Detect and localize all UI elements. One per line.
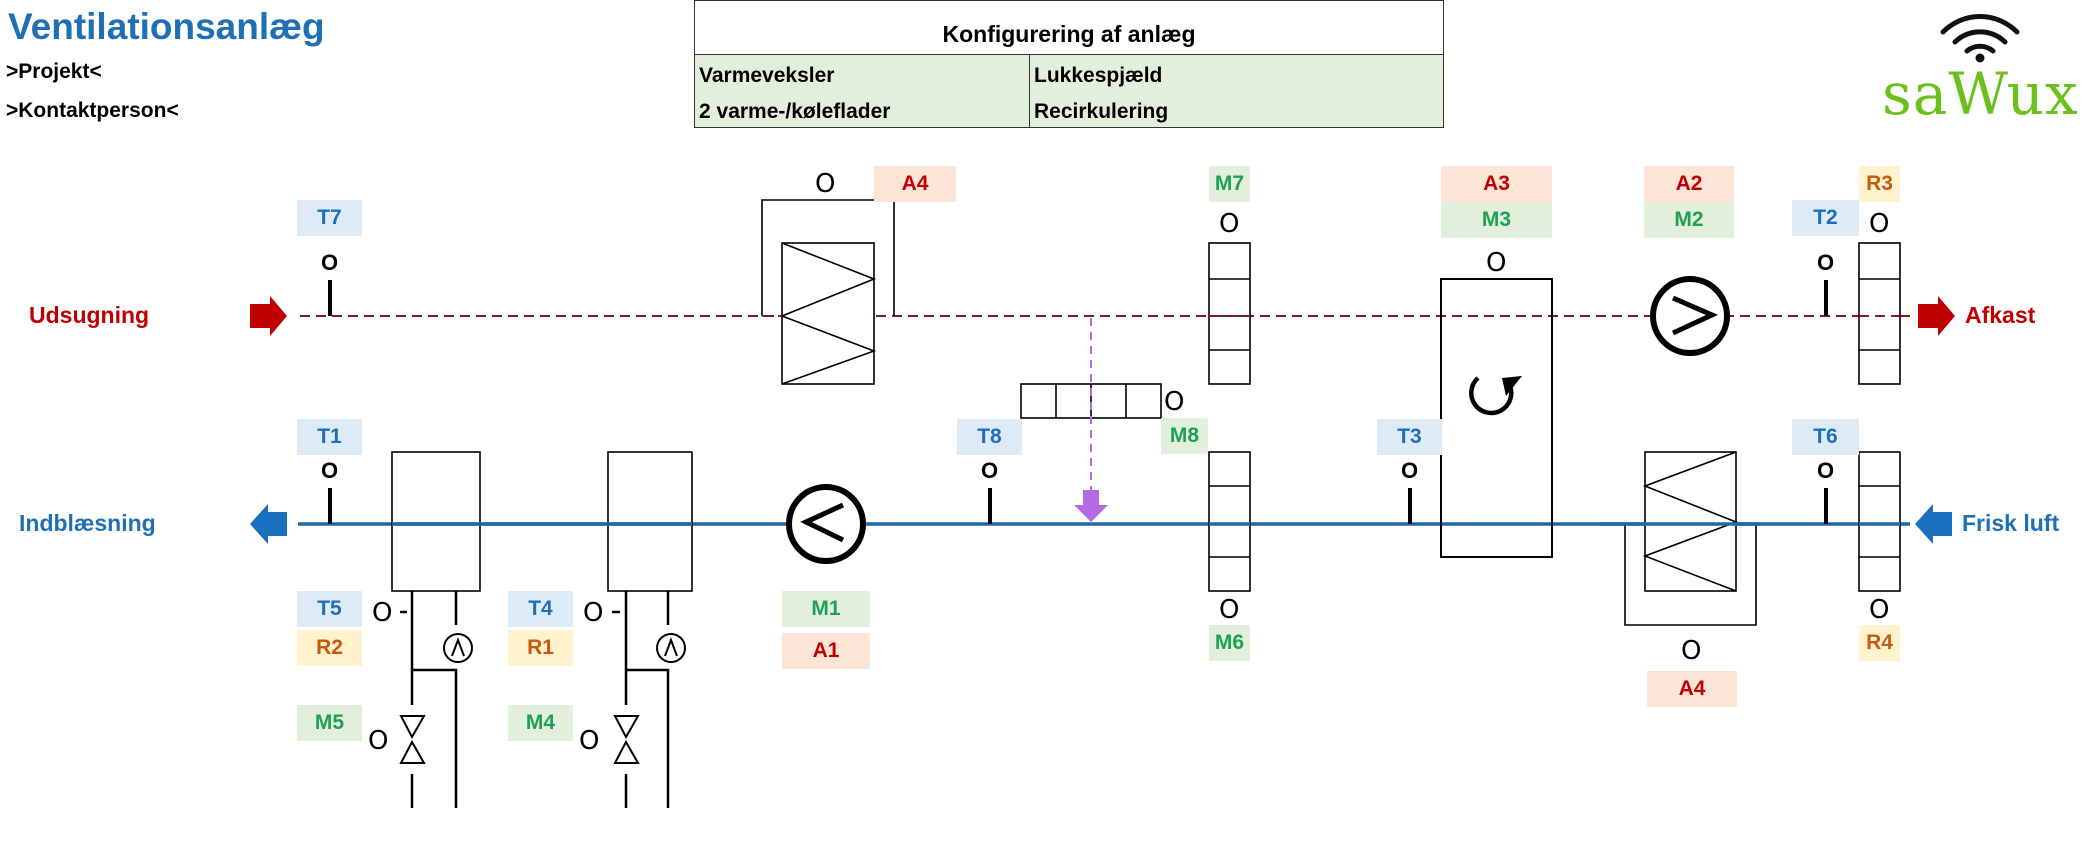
config-table: Konfigurering af anlæg Varmeveksler 2 va… (694, 0, 1444, 128)
sensor-tag-t2[interactable]: T2 (1792, 200, 1859, 236)
flow-label-supply-out: Indblæsning (19, 510, 156, 536)
project-label[interactable]: >Projekt< (6, 60, 102, 83)
coil-1 (391, 451, 481, 592)
coil-1-piping (400, 591, 458, 808)
flow-label-fresh-in: Frisk luft (1962, 510, 2060, 536)
alarm-tag-a1[interactable]: A1 (782, 633, 870, 669)
motor-tag-m3[interactable]: M3 (1441, 202, 1552, 238)
config-option-recirculation[interactable]: Recirkulering (1034, 100, 1169, 123)
sensor-tag-t7[interactable]: T7 (297, 200, 362, 236)
motor-tag-m6[interactable]: M6 (1209, 625, 1250, 661)
heat-exchanger-supply (1624, 451, 1757, 626)
sensor-tag-t6[interactable]: T6 (1792, 419, 1859, 455)
coil-1-valve-icon (399, 715, 426, 764)
sensor-tag-t4[interactable]: T4 (508, 591, 573, 627)
status-indicator-m7: O (1219, 209, 1240, 239)
status-indicator-m8: O (1164, 387, 1185, 417)
motor-tag-m4[interactable]: M4 (508, 705, 573, 741)
config-option-coils[interactable]: 2 varme-/køleflader (699, 100, 891, 123)
sensor-tag-t5[interactable]: T5 (297, 591, 362, 627)
damper-r3 (1858, 242, 1901, 385)
page-title: Ventilationsanlæg (8, 6, 325, 47)
sensor-stems (328, 280, 1828, 524)
contact-label[interactable]: >Kontaktperson< (6, 99, 179, 122)
sensor-tag-t3[interactable]: T3 (1377, 419, 1442, 455)
rotary-exchanger (1440, 278, 1553, 558)
exhaust-out-arrow-icon (1918, 296, 1955, 336)
wifi-icon (1940, 14, 2020, 63)
exhaust-in-arrow-icon (250, 296, 287, 336)
motor-tag-m1[interactable]: M1 (782, 591, 870, 627)
sensor-tag-t1[interactable]: T1 (297, 419, 362, 455)
damper-r4 (1858, 451, 1901, 592)
alarm-tag-a4-top[interactable]: A4 (874, 166, 956, 202)
config-heading: Konfigurering af anlæg (695, 1, 1443, 55)
relay-tag-r1[interactable]: R1 (508, 630, 573, 666)
rotation-icon (1469, 376, 1522, 416)
motor-tag-m7[interactable]: M7 (1209, 166, 1250, 202)
alarm-tag-a3[interactable]: A3 (1441, 166, 1552, 202)
sensor-indicator-t2: O (1817, 250, 1835, 275)
relay-tag-r3[interactable]: R3 (1859, 166, 1900, 202)
sensor-tag-t8[interactable]: T8 (957, 419, 1022, 455)
flow-label-exhaust-out: Afkast (1965, 302, 2036, 328)
status-indicator-r4: O (1869, 595, 1890, 625)
coil-2-valve-icon (613, 715, 640, 764)
motor-tag-m5[interactable]: M5 (297, 705, 362, 741)
sensor-indicator-t3: O (1401, 458, 1419, 483)
recirculation-arrow-icon (1074, 490, 1108, 522)
status-indicator-r3: O (1869, 209, 1890, 239)
alarm-tag-a2[interactable]: A2 (1644, 166, 1734, 202)
sensor-indicator-t8: O (981, 458, 999, 483)
supply-out-arrow-icon (250, 504, 287, 544)
damper-m7 (1208, 242, 1251, 385)
logo: saWux (1882, 60, 2079, 128)
config-option-heat-exchanger[interactable]: Varmeveksler (699, 64, 835, 87)
status-indicator-m3: O (1486, 248, 1507, 278)
motor-tag-m8[interactable]: M8 (1161, 418, 1208, 454)
coil-2-piping (612, 591, 670, 808)
status-indicator-a4-top: O (815, 169, 836, 199)
status-indicator-m6: O (1219, 595, 1240, 625)
status-indicator-m4: O (579, 726, 600, 756)
flow-label-exhaust-in: Udsugning (29, 302, 150, 328)
alarm-tag-a4-bottom[interactable]: A4 (1647, 671, 1737, 707)
config-option-damper[interactable]: Lukkespjæld (1034, 64, 1163, 87)
sensor-indicator-t6: O (1817, 458, 1835, 483)
sensor-indicator-t7: O (321, 250, 339, 275)
heat-exchanger-exhaust (761, 199, 895, 385)
relay-tag-r2[interactable]: R2 (297, 630, 362, 666)
status-indicator-m5: O (368, 726, 389, 756)
status-indicator-a4-bottom: O (1681, 636, 1702, 666)
sensor-indicator-t1: O (321, 458, 339, 483)
motor-tag-m2[interactable]: M2 (1644, 202, 1734, 238)
coil-2-pump-icon (656, 633, 686, 663)
fresh-in-arrow-icon (1915, 504, 1952, 544)
status-indicator-t5: O (372, 598, 393, 628)
supply-fan-icon (786, 484, 866, 564)
exhaust-fan-icon (1650, 276, 1730, 356)
damper-m6 (1208, 451, 1251, 592)
coil-2 (607, 451, 693, 592)
coil-1-pump-icon (443, 633, 473, 663)
relay-tag-r4[interactable]: R4 (1859, 625, 1900, 661)
status-indicator-t4: O (583, 598, 604, 628)
